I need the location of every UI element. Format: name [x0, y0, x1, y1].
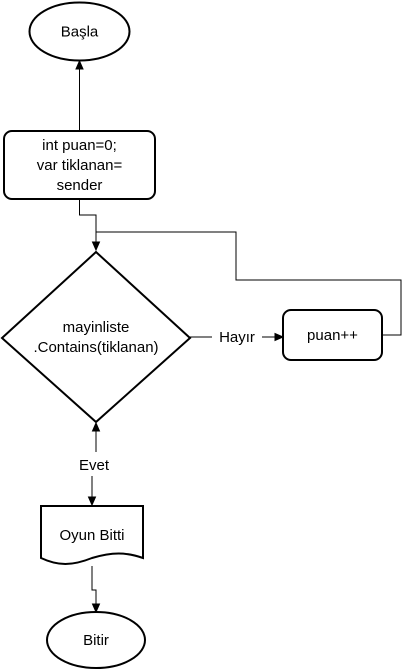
start-label: Başla — [61, 24, 99, 41]
init-node[interactable]: int puan=0; var tiklanan= sender — [3, 130, 156, 200]
decision-node[interactable]: mayinliste .Contains(tiklanan) — [0, 250, 192, 424]
end-label: Bitir — [83, 632, 109, 649]
init-line-2: var tiklanan= — [37, 157, 123, 174]
arrow-up-icon — [91, 421, 101, 432]
gameover-node[interactable]: Oyun Bitti — [40, 505, 144, 565]
arrow-up-icon — [75, 59, 84, 70]
edge-yes: Evet — [79, 421, 110, 507]
edge-increment-loop — [96, 231, 402, 336]
increment-node[interactable]: puan++ — [282, 309, 383, 361]
arrow-down-icon — [91, 603, 101, 614]
end-node[interactable]: Bitir — [46, 611, 146, 669]
start-node[interactable]: Başla — [28, 1, 131, 62]
edge-label-yes: Evet — [79, 457, 110, 474]
edge-init-to-decision — [79, 200, 101, 252]
arrow-down-icon — [91, 241, 101, 252]
edge-init-to-start — [75, 59, 84, 130]
increment-label: puan++ — [307, 327, 358, 344]
init-line-1: int puan=0; — [42, 137, 117, 154]
arrow-down-icon — [87, 496, 97, 507]
edge-label-no: Hayır — [219, 329, 255, 346]
edge-gameover-to-end — [91, 566, 101, 614]
edge-no: Hayır — [190, 326, 285, 346]
decision-line-1: mayinliste — [63, 319, 130, 336]
arrow-right-icon — [274, 332, 285, 342]
init-line-3: sender — [57, 177, 103, 194]
gameover-label: Oyun Bitti — [59, 527, 124, 544]
decision-line-2: .Contains(tiklanan) — [33, 339, 158, 356]
